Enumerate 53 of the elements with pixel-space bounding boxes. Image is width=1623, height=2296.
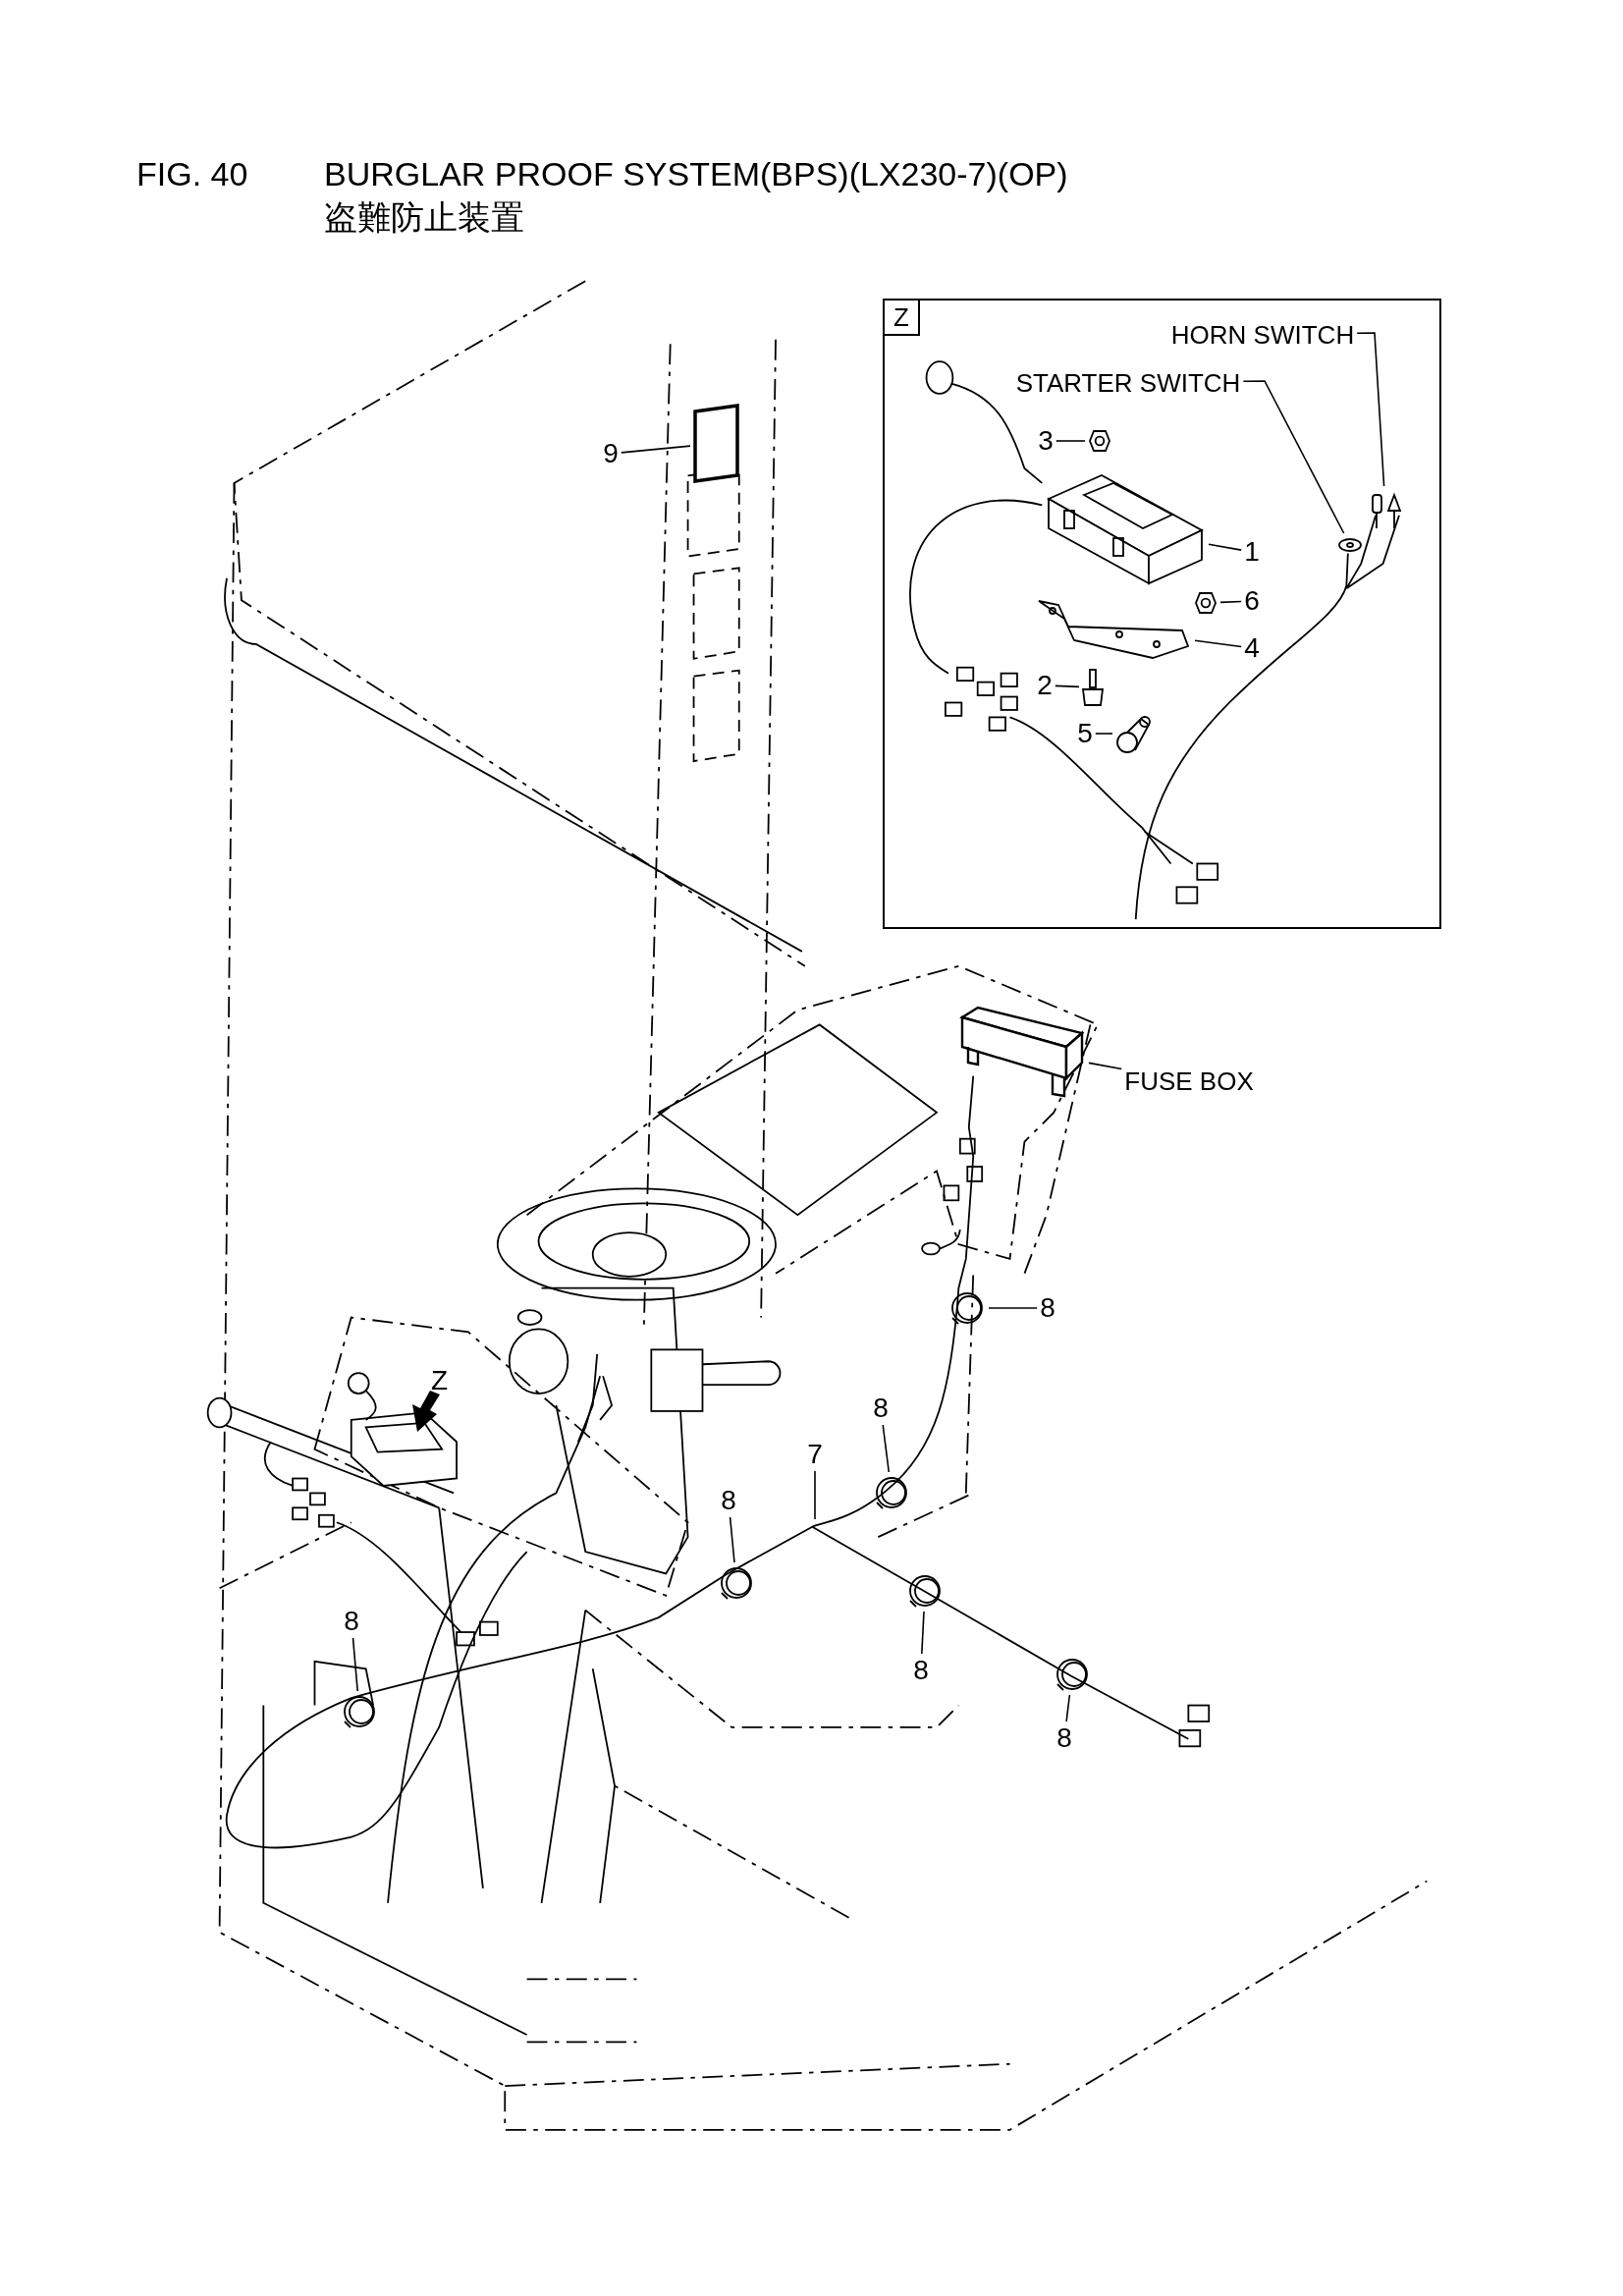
callout-number: 6 [1244, 587, 1260, 615]
leader-line [814, 1470, 816, 1520]
callout-number: 8 [1056, 1724, 1072, 1752]
callout-number: 3 [1038, 427, 1054, 455]
callout-number: 4 [1244, 634, 1260, 662]
leader-line [1095, 733, 1113, 735]
callout-number: 8 [344, 1608, 359, 1635]
nut-drawing [1088, 429, 1111, 453]
callout-number: 2 [1037, 672, 1053, 699]
leader-line [729, 1516, 735, 1563]
clamp-drawing [906, 1573, 944, 1609]
callout-number: 8 [1040, 1294, 1055, 1322]
leader-line [1088, 1062, 1123, 1070]
leader-line [882, 1424, 891, 1473]
part-label: HORN SWITCH [1170, 322, 1355, 348]
callout-number: 8 [721, 1487, 736, 1514]
leader-line [1055, 440, 1086, 442]
leader-line [352, 1637, 358, 1692]
clamp-drawing [873, 1475, 910, 1510]
clamp-drawing [1054, 1657, 1091, 1692]
inset-frame [883, 299, 1441, 929]
callout-number: 8 [913, 1657, 929, 1684]
leader-line [1219, 600, 1242, 604]
control-unit-drawing [1045, 471, 1206, 587]
callout-number: 9 [603, 440, 619, 467]
nut-drawing [1194, 591, 1217, 615]
clamp-drawing [718, 1565, 755, 1601]
leader-line [1194, 639, 1242, 648]
view-label: Z [885, 301, 920, 336]
leader-line [921, 1611, 925, 1655]
label-plate-drawing [693, 404, 739, 483]
leader-line [1242, 380, 1345, 534]
ring-terminal-drawing [1337, 536, 1363, 554]
bolt-drawing [1082, 668, 1104, 707]
figure-number: FIG. 40 [136, 157, 248, 191]
leader-line [1065, 1694, 1071, 1722]
leader-line [1055, 684, 1080, 688]
leader-line [621, 445, 691, 454]
title: BURGLAR PROOF SYSTEM(BPS)(LX230-7)(OP) [324, 157, 1068, 191]
view-label: Z [431, 1367, 449, 1394]
part-label: FUSE BOX [1124, 1068, 1254, 1094]
leader-line [988, 1307, 1038, 1309]
fuse-box-drawing [958, 1004, 1086, 1098]
leader-line [1356, 332, 1385, 487]
leader-line [1208, 543, 1242, 551]
callout-number: 8 [873, 1394, 889, 1422]
title: 盗難防止装置 [324, 200, 524, 234]
callout-number: 1 [1244, 538, 1260, 566]
part-label: STARTER SWITCH [1015, 370, 1241, 396]
clamp-drawing [341, 1694, 378, 1729]
callout-number: 5 [1077, 720, 1093, 747]
clamp-drawing [948, 1290, 986, 1326]
callout-number: 7 [807, 1441, 823, 1468]
